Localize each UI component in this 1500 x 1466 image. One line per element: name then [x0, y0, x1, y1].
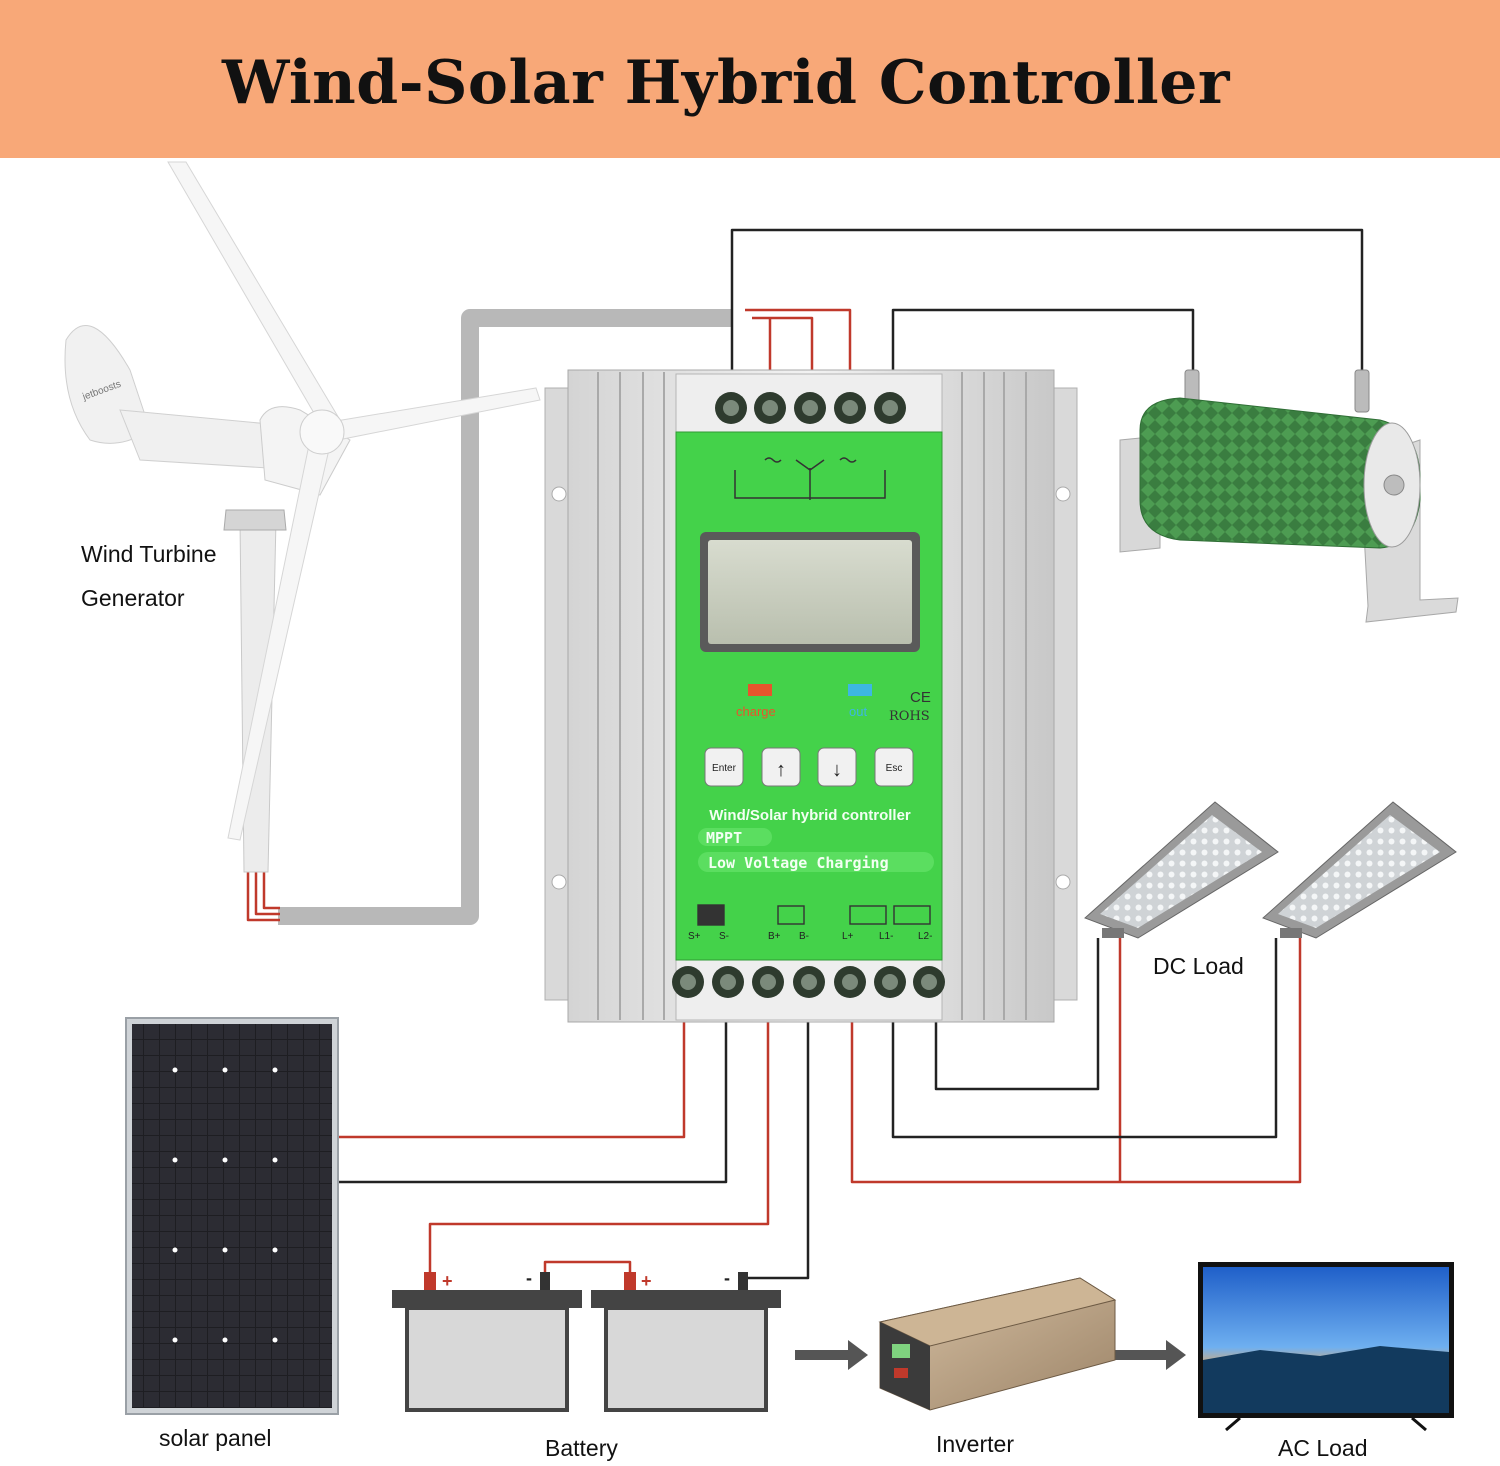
solar-negative-wire [338, 1022, 728, 1184]
controller-green-face [675, 431, 943, 961]
resistor-terminal-2 [1354, 369, 1370, 413]
solar-panel-cells [132, 1024, 332, 1408]
wind-phase-wires [745, 308, 852, 370]
terminal-b-plus: B+ [768, 931, 781, 942]
terminal-l-plus: L+ [842, 931, 854, 942]
battery-2-plus-mark: + [641, 1271, 652, 1291]
low-voltage-charging-label: Low Voltage Charging [708, 854, 889, 872]
dump-load-wire-2 [891, 308, 1195, 372]
turbine-wire-ends [246, 872, 280, 922]
up-arrow-icon: ↑ [776, 759, 786, 781]
dump-load-resistor [1119, 369, 1459, 623]
dump-load-wire-1 [730, 228, 1364, 372]
ac-load-tv [1198, 1262, 1454, 1432]
wind-turbine-label-1: Wind Turbine [81, 541, 217, 567]
terminal-s-plus: S+ [688, 931, 701, 942]
turbine-hub [299, 409, 345, 455]
solar-positive-wire [338, 1022, 686, 1139]
out-led [848, 684, 872, 696]
battery-positive-wire [428, 1022, 770, 1272]
battery-terminal-icon [777, 905, 805, 925]
battery-1-plus-mark: + [442, 1271, 453, 1291]
terminal-icons [697, 904, 931, 926]
enter-button-label: Enter [712, 763, 737, 774]
battery-2-minus-mark: - [724, 1268, 730, 1288]
charge-label: charge [736, 704, 776, 719]
turbine-blade-2 [329, 387, 541, 441]
inverter [878, 1277, 1117, 1411]
terminal-s-minus: S- [719, 931, 729, 942]
terminal-l1: L1- [879, 931, 893, 942]
down-arrow-icon: ↓ [832, 759, 842, 781]
mppt-label: MPPT [706, 829, 742, 847]
out-label: out [849, 704, 867, 719]
solar-panel [125, 1017, 339, 1415]
battery-2-negative-terminal [738, 1272, 748, 1290]
controller-product-name: Wind/Solar hybrid controller [709, 807, 911, 824]
battery-series-link [543, 1260, 632, 1272]
page-title: Wind-Solar Hybrid Controller [222, 48, 1230, 118]
bottom-terminal-block [672, 966, 945, 998]
battery-1-negative-terminal [540, 1272, 550, 1290]
title-banner: Wind-Solar Hybrid Controller [0, 0, 1500, 158]
load1-terminal-icon [849, 905, 887, 925]
enter-button [704, 747, 744, 787]
inverter-label: Inverter [936, 1431, 1014, 1457]
battery-label: Battery [545, 1435, 618, 1461]
esc-button [874, 747, 914, 787]
dc-load-label: DC Load [1153, 953, 1244, 979]
dc-load-lamp-1 [1084, 801, 1279, 939]
battery-1 [392, 1272, 582, 1412]
dc-load-lamp-2 [1262, 801, 1457, 939]
turbine-blade-1 [167, 161, 341, 421]
battery-2 [591, 1272, 781, 1412]
load2-terminal-icon [893, 905, 931, 925]
arrow-inverter-to-ac-icon [1113, 1340, 1186, 1370]
solar-panel-label: solar panel [159, 1425, 272, 1451]
battery-1-positive-terminal [424, 1272, 436, 1290]
wind-turbine: jetboosts [64, 161, 541, 873]
esc-button-label: Esc [886, 763, 903, 774]
top-terminal-block [715, 392, 906, 424]
charge-led [748, 684, 772, 696]
wires [246, 228, 1364, 1280]
rohs-mark: ROHS [889, 709, 930, 724]
terminal-b-minus: B- [799, 931, 809, 942]
flow-arrows [795, 1340, 1186, 1370]
solar-terminal-icon [697, 904, 725, 926]
wind-turbine-label-2: Generator [81, 585, 185, 611]
lcd-screen [708, 540, 912, 644]
hybrid-controller [544, 369, 1078, 1023]
battery-2-positive-terminal [624, 1272, 636, 1290]
wind-cable [278, 309, 732, 925]
arrow-battery-to-inverter-icon [795, 1340, 868, 1370]
load1-negative-wire [934, 938, 1100, 1091]
up-button [761, 747, 801, 787]
battery-1-minus-mark: - [526, 1268, 532, 1288]
controller-buttons [704, 747, 914, 787]
down-button [817, 747, 857, 787]
ac-load-label: AC Load [1278, 1435, 1368, 1461]
ce-mark: CE [910, 689, 931, 706]
terminal-l2: L2- [918, 931, 932, 942]
battery-negative-wire [742, 1022, 810, 1280]
load2-negative-wire [891, 938, 1278, 1139]
load-positive-wire [850, 938, 1302, 1184]
wind-generator-symbol [734, 457, 886, 500]
resistor-body [1139, 397, 1421, 549]
